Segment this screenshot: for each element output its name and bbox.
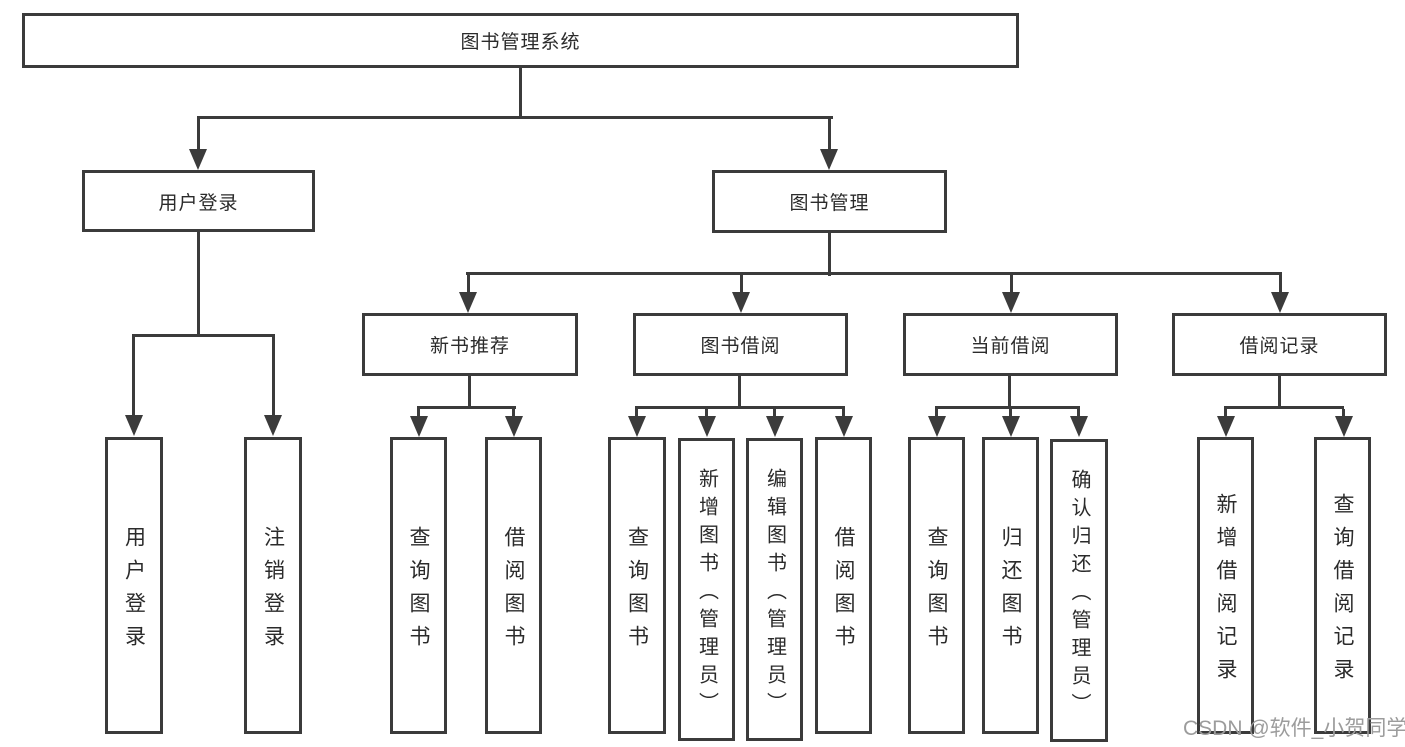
connector-vline: [272, 334, 275, 416]
leaf-label: 借阅图书: [502, 525, 525, 658]
leaf-label: 借阅图书: [832, 525, 855, 658]
leaf-label: 注销登录: [261, 525, 285, 658]
connector-vline: [828, 233, 831, 276]
leaf-label: 归还图书: [999, 525, 1022, 658]
connector-vline: [1008, 376, 1011, 409]
leaf-user-login: 用户登录: [105, 437, 163, 734]
connector-vline: [1010, 275, 1013, 293]
csdn-watermark: CSDN @软件_小贺同学: [1183, 717, 1405, 740]
leaf-query-books-1: 查询图书: [390, 437, 447, 734]
connector-vline: [132, 334, 135, 416]
leaf-label: 用户登录: [122, 525, 146, 658]
connector-vline: [1278, 376, 1281, 409]
arrow-down-icon: [628, 416, 646, 437]
leaf-logout: 注销登录: [244, 437, 302, 734]
leaf-borrow-books-1: 借阅图书: [485, 437, 542, 734]
connector-vline: [1009, 409, 1012, 418]
connector-hline: [466, 272, 1282, 275]
connector-hline: [635, 406, 845, 409]
connector-hline: [935, 406, 1080, 409]
node-label: 用户登录: [158, 192, 239, 214]
node-book-borrowing: 图书借阅: [633, 313, 848, 376]
connector-vline: [773, 409, 776, 418]
connector-vline: [705, 409, 708, 418]
connector-vline: [1279, 275, 1282, 293]
leaf-borrow-books-2: 借阅图书: [815, 437, 872, 734]
leaf-label: 查询图书: [407, 525, 430, 658]
leaf-label: 新增借阅记录: [1214, 492, 1237, 691]
connector-hline: [417, 406, 516, 409]
node-new-book-recommend: 新书推荐: [362, 313, 578, 376]
leaf-confirm-return-admin: 确认归还（管理员）: [1050, 439, 1108, 742]
connector-vline: [1077, 409, 1080, 418]
leaf-label: 新增图书（管理员）: [695, 467, 718, 720]
arrow-down-icon: [1271, 292, 1289, 313]
leaf-edit-book-admin: 编辑图书（管理员）: [746, 438, 803, 741]
arrow-down-icon: [698, 416, 716, 437]
connector-vline: [467, 275, 470, 293]
leaf-add-borrow-record: 新增借阅记录: [1197, 437, 1254, 734]
arrow-down-icon: [459, 292, 477, 313]
connector-hline: [132, 334, 275, 337]
leaf-add-book-admin: 新增图书（管理员）: [678, 438, 735, 741]
arrow-down-icon: [928, 416, 946, 437]
node-label: 借阅记录: [1239, 336, 1320, 357]
node-user-login: 用户登录: [82, 170, 315, 232]
leaf-label: 确认归还（管理员）: [1068, 468, 1090, 721]
leaf-query-borrow-record: 查询借阅记录: [1314, 437, 1371, 734]
connector-vline: [935, 409, 938, 418]
connector-vline: [1224, 409, 1227, 418]
node-label: 当前借阅: [970, 336, 1051, 357]
node-label: 图书管理系统: [460, 32, 581, 53]
leaf-label: 查询图书: [925, 525, 948, 658]
leaf-return-books: 归还图书: [982, 437, 1039, 734]
connector-vline: [1342, 409, 1345, 418]
connector-vline: [842, 409, 845, 418]
connector-vline: [635, 409, 638, 418]
arrow-down-icon: [1335, 416, 1353, 437]
leaf-label: 编辑图书（管理员）: [763, 467, 786, 720]
arrow-down-icon: [820, 149, 838, 170]
node-label: 图书管理: [789, 193, 870, 214]
connector-vline: [738, 376, 741, 409]
connector-vline: [417, 409, 420, 418]
node-book-management: 图书管理: [712, 170, 947, 233]
connector-hline: [1224, 406, 1344, 409]
node-label: 新书推荐: [429, 336, 510, 357]
connector-vline: [197, 119, 200, 151]
arrow-down-icon: [1002, 416, 1020, 437]
leaf-query-books-3: 查询图书: [908, 437, 965, 734]
arrow-down-icon: [1002, 292, 1020, 313]
arrow-down-icon: [732, 292, 750, 313]
arrow-down-icon: [1070, 416, 1088, 437]
connector-vline: [197, 232, 200, 337]
connector-vline: [468, 376, 471, 409]
arrow-down-icon: [766, 416, 784, 437]
arrow-down-icon: [189, 149, 207, 170]
arrow-down-icon: [264, 415, 282, 436]
arrow-down-icon: [410, 416, 428, 437]
connector-vline: [828, 119, 831, 151]
leaf-query-books-2: 查询图书: [608, 437, 666, 734]
node-library-system: 图书管理系统: [22, 13, 1019, 68]
node-borrowing-records: 借阅记录: [1172, 313, 1387, 376]
node-current-borrowing: 当前借阅: [903, 313, 1118, 376]
connector-vline: [740, 275, 743, 293]
leaf-label: 查询借阅记录: [1331, 492, 1354, 691]
arrow-down-icon: [1217, 416, 1235, 437]
leaf-label: 查询图书: [625, 525, 649, 658]
arrow-down-icon: [835, 416, 853, 437]
arrow-down-icon: [125, 415, 143, 436]
connector-hline: [197, 116, 833, 119]
node-label: 图书借阅: [700, 336, 781, 357]
arrow-down-icon: [505, 416, 523, 437]
connector-vline: [519, 66, 522, 119]
connector-vline: [512, 409, 515, 418]
